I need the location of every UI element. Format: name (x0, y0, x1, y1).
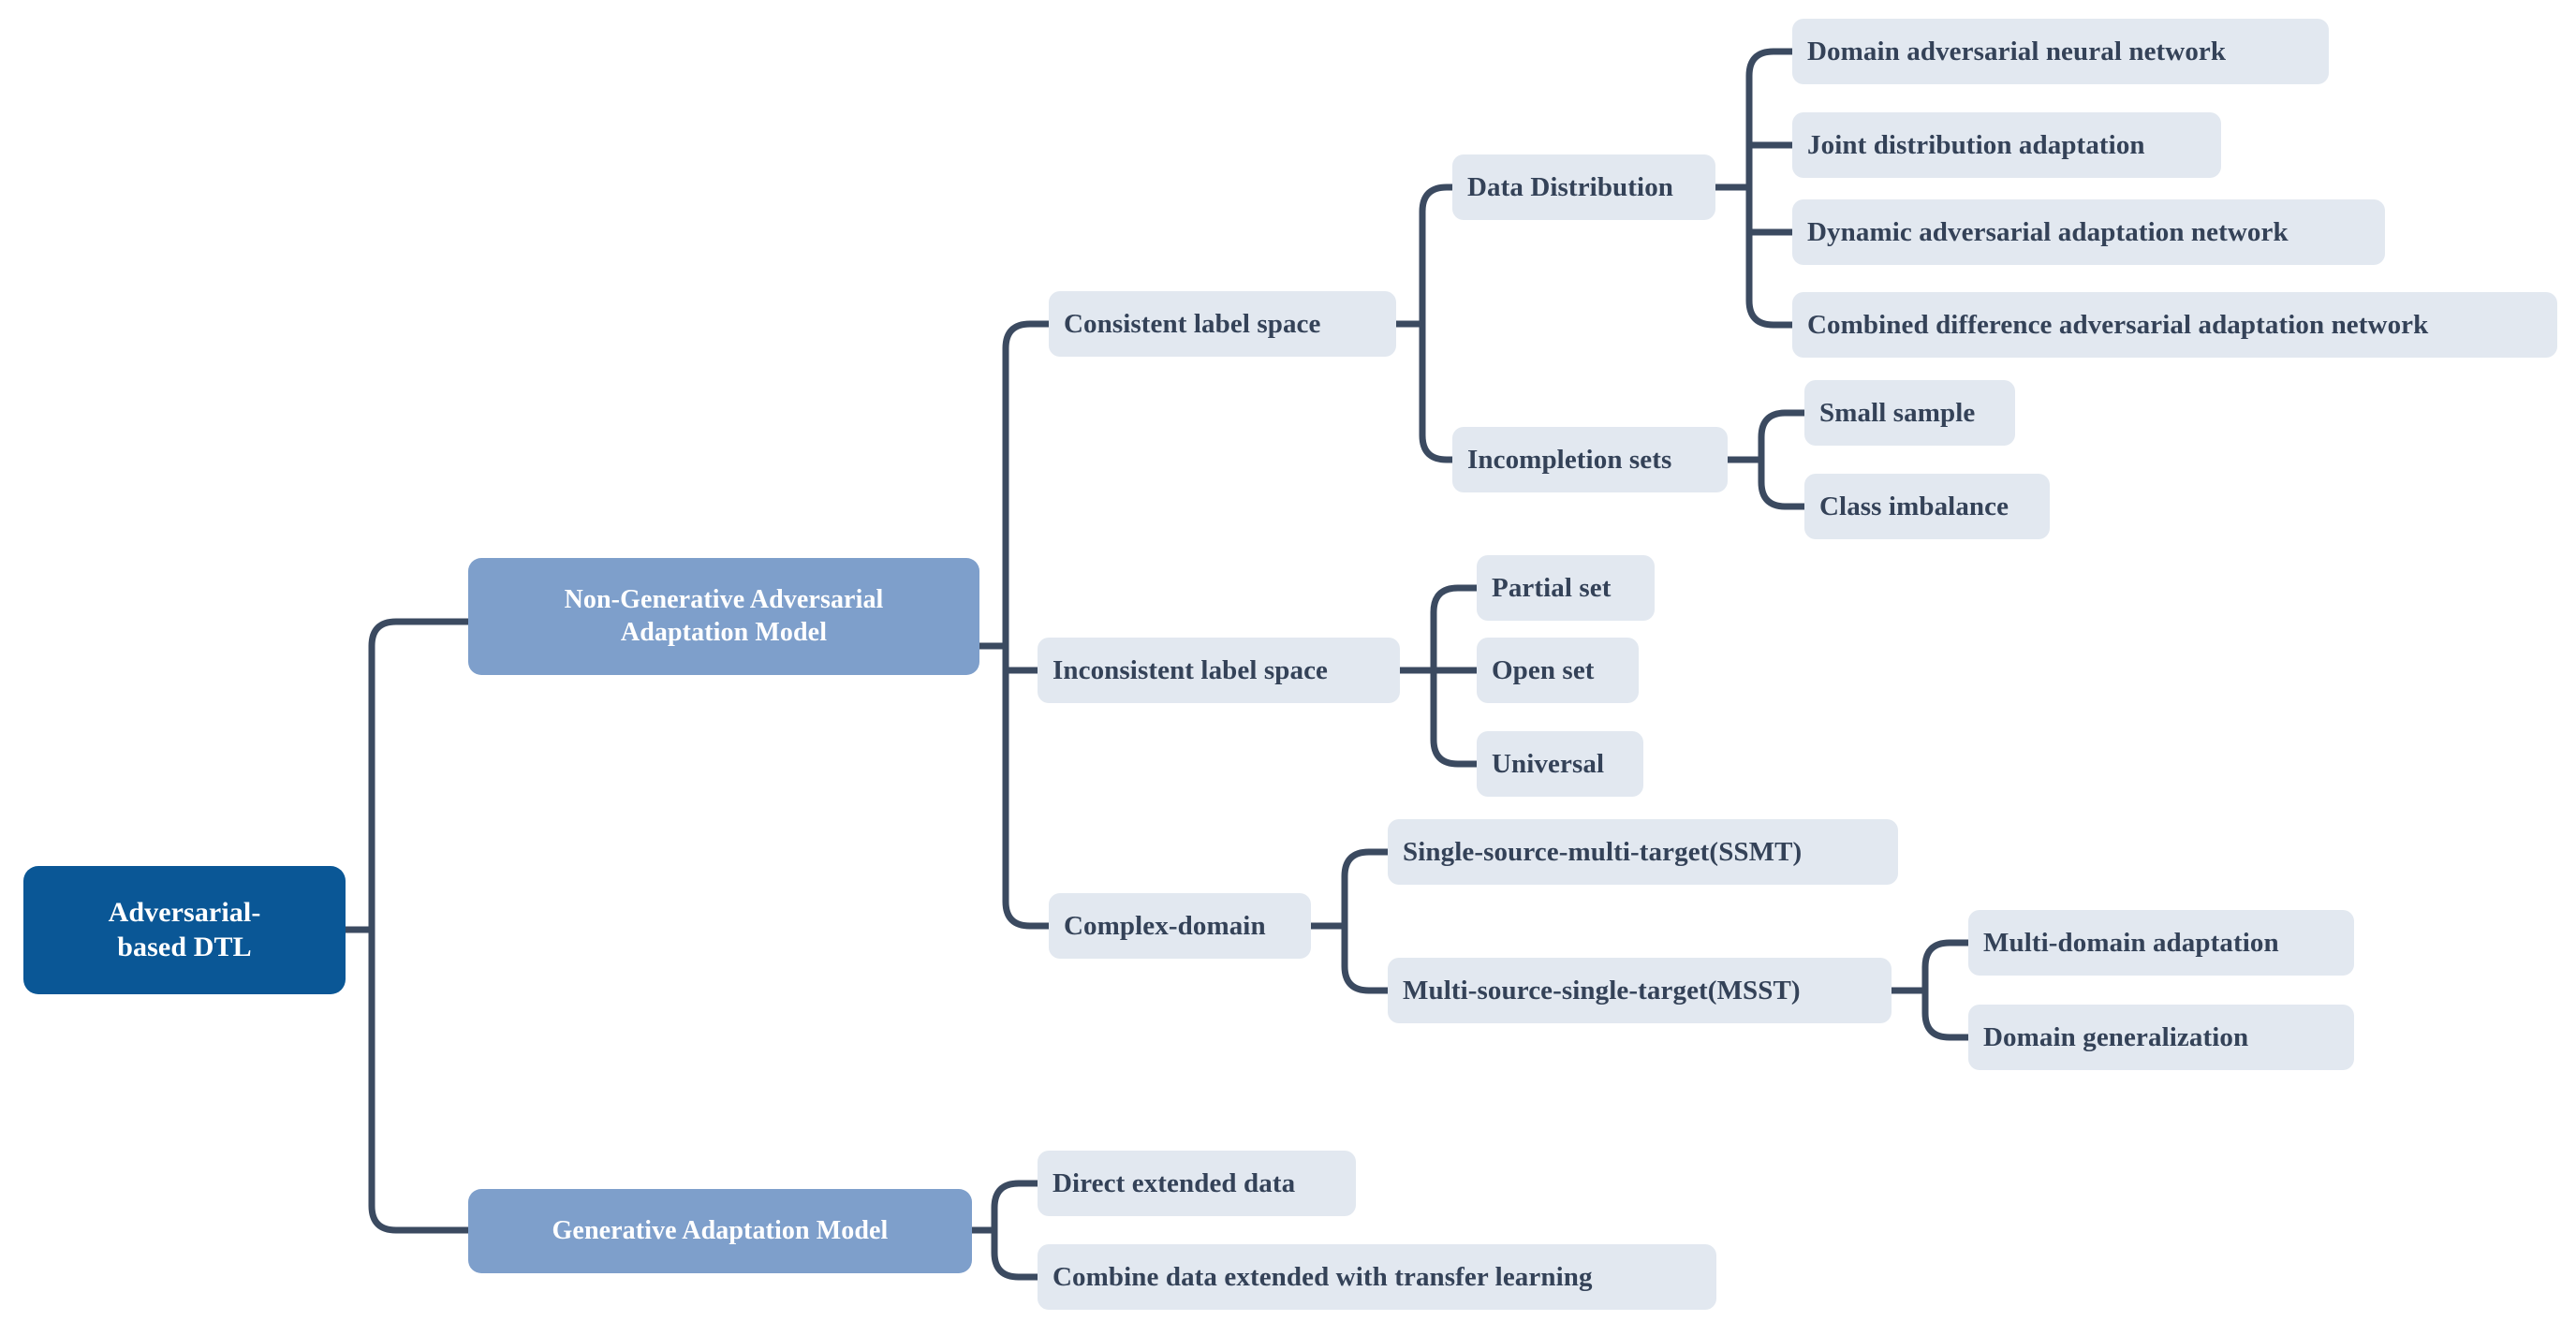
link-trunk-generative (368, 930, 468, 1234)
node-single-source-multi-target[interactable]: Single-source-multi-target(SSMT) (1388, 819, 1898, 885)
leaf-combine-data-extended-with-transfer-learning[interactable]: Combine data extended with transfer lear… (1038, 1244, 1716, 1310)
leaf-domain-adversarial-neural-network[interactable]: Domain adversarial neural network (1792, 19, 2329, 84)
leaf-label: Open set (1492, 654, 1595, 685)
node-generative-adaptation-model[interactable]: Generative Adaptation Model (468, 1189, 972, 1273)
root-node[interactable]: Adversarial- based DTL (23, 866, 346, 994)
leaf-dynamic-adversarial-adaptation-network[interactable]: Dynamic adversarial adaptation network (1792, 199, 2385, 265)
link-trunk-incompletionsets (1419, 324, 1452, 463)
leaf-label: Dynamic adversarial adaptation network (1807, 216, 2289, 247)
root-label-line2: based DTL (117, 931, 252, 962)
complex-domain-label: Complex-domain (1064, 910, 1266, 941)
link-trunk-ssmt (1341, 848, 1388, 926)
link-trunk-msst (1341, 926, 1388, 994)
link-trunk-leaf-domaingen (1921, 991, 1968, 1041)
msst-label: Multi-source-single-target(MSST) (1403, 975, 1801, 1005)
link-trunk-leaf-smallsample (1758, 409, 1804, 460)
link-trunk-leaf-cdaan (1745, 187, 1792, 329)
leaf-joint-distribution-adaptation[interactable]: Joint distribution adaptation (1792, 112, 2221, 178)
node-consistent-label-space[interactable]: Consistent label space (1049, 291, 1396, 357)
leaf-label: Domain adversarial neural network (1807, 36, 2227, 66)
leaf-universal[interactable]: Universal (1477, 731, 1643, 797)
link-trunk-leaf-combine (991, 1230, 1038, 1281)
link-trunk-leaf-partialset (1430, 584, 1477, 670)
leaf-domain-generalization[interactable]: Domain generalization (1968, 1005, 2354, 1070)
leaf-label: Partial set (1492, 572, 1612, 603)
link-trunk-nongenerative (368, 618, 468, 930)
node-multi-source-single-target[interactable]: Multi-source-single-target(MSST) (1388, 958, 1892, 1023)
node-non-generative-adversarial-adaptation-model[interactable]: Non-Generative Adversarial Adaptation Mo… (468, 558, 979, 675)
node-complex-domain[interactable]: Complex-domain (1049, 893, 1311, 959)
leaf-class-imbalance[interactable]: Class imbalance (1804, 474, 2050, 539)
non-generative-label-line1: Non-Generative Adversarial (564, 585, 884, 615)
leaf-small-sample[interactable]: Small sample (1804, 380, 2015, 446)
leaf-label: Universal (1492, 748, 1605, 779)
link-trunk-leaf-daan (1745, 187, 1792, 236)
root-label-line1: Adversarial- (108, 896, 261, 928)
link-trunk-leaf-direct (991, 1180, 1038, 1230)
link-trunk-leaf-classimbalance (1758, 460, 1804, 510)
link-trunk-inconsistent (1002, 646, 1038, 674)
non-generative-label-line2: Adaptation Model (620, 617, 828, 647)
leaf-label: Joint distribution adaptation (1807, 129, 2145, 160)
ssmt-label: Single-source-multi-target(SSMT) (1403, 836, 1803, 867)
link-trunk-datadistribution (1419, 183, 1452, 324)
inconsistent-label: Inconsistent label space (1052, 654, 1329, 685)
leaf-label: Class imbalance (1819, 491, 2009, 521)
link-trunk-leaf-dann (1745, 48, 1792, 187)
link-trunk-leaf-multidomain (1921, 939, 1968, 991)
leaf-label: Combined difference adversarial adaptati… (1807, 309, 2429, 340)
node-data-distribution[interactable]: Data Distribution (1452, 154, 1715, 220)
leaf-label: Multi-domain adaptation (1983, 927, 2279, 958)
generative-label: Generative Adaptation Model (552, 1215, 889, 1245)
link-trunk-consistent (1002, 320, 1049, 646)
leaf-label: Domain generalization (1983, 1021, 2249, 1052)
leaf-multi-domain-adaptation[interactable]: Multi-domain adaptation (1968, 910, 2354, 976)
link-trunk-leaf-universal (1430, 670, 1477, 768)
leaf-combined-difference-adversarial-adaptation-network[interactable]: Combined difference adversarial adaptati… (1792, 292, 2557, 358)
data-distribution-label: Data Distribution (1467, 171, 1674, 202)
leaf-label: Direct extended data (1052, 1167, 1296, 1198)
node-inconsistent-label-space[interactable]: Inconsistent label space (1038, 638, 1400, 703)
leaf-label: Small sample (1819, 397, 1976, 428)
leaf-open-set[interactable]: Open set (1477, 638, 1639, 703)
leaf-partial-set[interactable]: Partial set (1477, 555, 1655, 621)
link-trunk-leaf-jda (1745, 141, 1792, 187)
consistent-label: Consistent label space (1064, 308, 1321, 339)
incompletion-sets-label: Incompletion sets (1467, 444, 1672, 475)
node-incompletion-sets[interactable]: Incompletion sets (1452, 427, 1728, 492)
leaf-label: Combine data extended with transfer lear… (1052, 1261, 1593, 1292)
leaf-direct-extended-data[interactable]: Direct extended data (1038, 1151, 1356, 1216)
